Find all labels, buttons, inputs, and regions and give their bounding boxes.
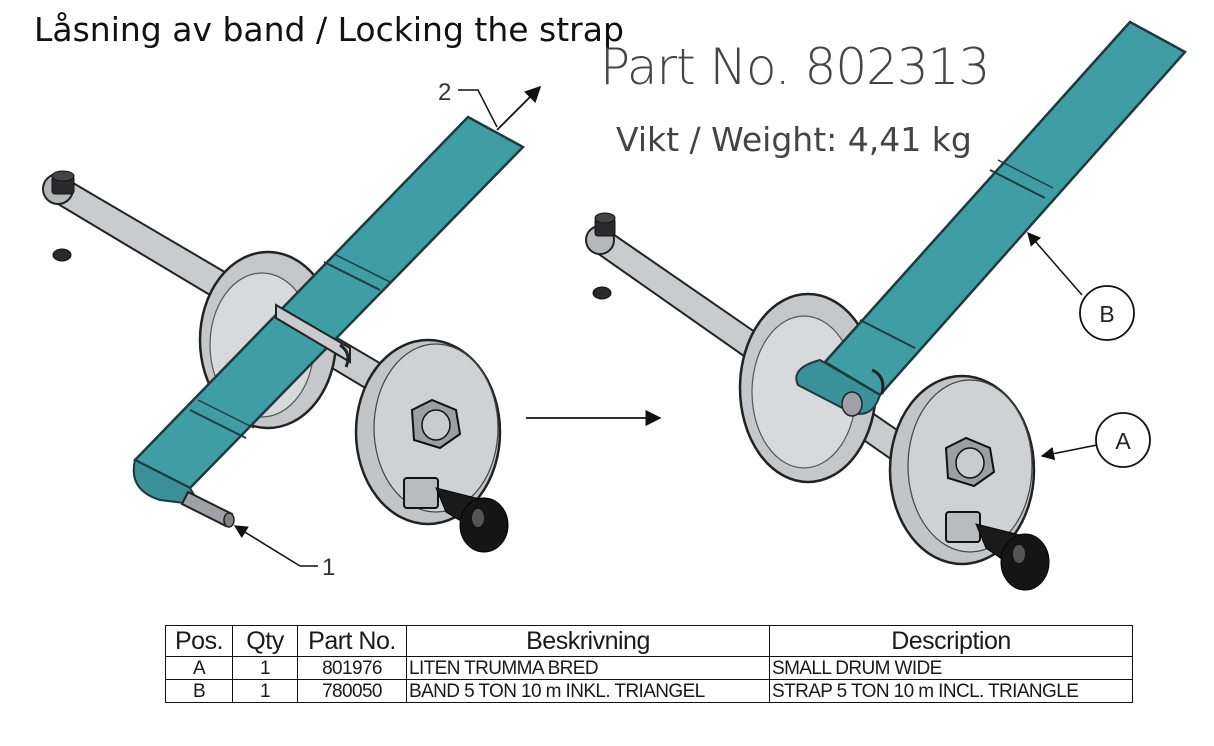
left-outer-drum	[354, 338, 509, 553]
left-locking-pin	[180, 490, 235, 528]
left-assembly	[42, 115, 526, 553]
bom-header-description: Description	[769, 625, 1133, 657]
weight-label: Vikt / Weight: 4,41 kg	[616, 120, 972, 159]
callout-1-label: 1	[322, 554, 335, 581]
callout-2: 2	[438, 79, 542, 131]
bom-cell: LITEN TRUMMA BRED	[406, 656, 770, 680]
right-strap	[795, 20, 1187, 415]
bom-cell: A	[165, 656, 233, 680]
bom-header-pos: Pos.	[165, 625, 233, 657]
bom-cell: 1	[232, 656, 298, 680]
table-row: B 1 780050 BAND 5 TON 10 m INKL. TRIANGE…	[165, 679, 1133, 703]
right-outer-drum	[888, 374, 1050, 591]
bom-cell: SMALL DRUM WIDE	[769, 656, 1133, 680]
bom-cell: 801976	[297, 656, 407, 680]
callout-a-label: A	[1115, 428, 1131, 454]
callout-b: B	[1027, 231, 1135, 341]
bom-cell: 1	[232, 679, 298, 703]
left-triangle-bracket	[275, 303, 351, 368]
bom-header-row: Pos. Qty Part No. Beskrivning Descriptio…	[165, 625, 1133, 657]
bom-header-partno: Part No.	[297, 625, 407, 657]
callout-2-label: 2	[438, 79, 451, 106]
page-title: Låsning av band / Locking the strap	[34, 10, 624, 49]
callout-a: A	[1040, 412, 1151, 468]
part-number: Part No. 802313	[600, 38, 990, 96]
assembly-diagram: 2 1	[42, 20, 1187, 591]
bom-cell: 780050	[297, 679, 407, 703]
callout-b-label: B	[1099, 301, 1114, 327]
table-row: A 1 801976 LITEN TRUMMA BRED SMALL DRUM …	[165, 656, 1133, 680]
right-assembly	[585, 20, 1187, 591]
bom-cell: BAND 5 TON 10 m INKL. TRIANGEL	[406, 679, 770, 703]
bom-cell: B	[165, 679, 233, 703]
bom-header-qty: Qty	[232, 625, 298, 657]
bom-cell: STRAP 5 TON 10 m INCL. TRIANGLE	[769, 679, 1133, 703]
callout-1: 1	[233, 525, 335, 581]
left-strap	[132, 115, 526, 507]
bom-header-beskrivning: Beskrivning	[406, 625, 770, 657]
right-triangle-bracket	[841, 368, 885, 417]
bill-of-materials: Pos. Qty Part No. Beskrivning Descriptio…	[165, 625, 1133, 703]
